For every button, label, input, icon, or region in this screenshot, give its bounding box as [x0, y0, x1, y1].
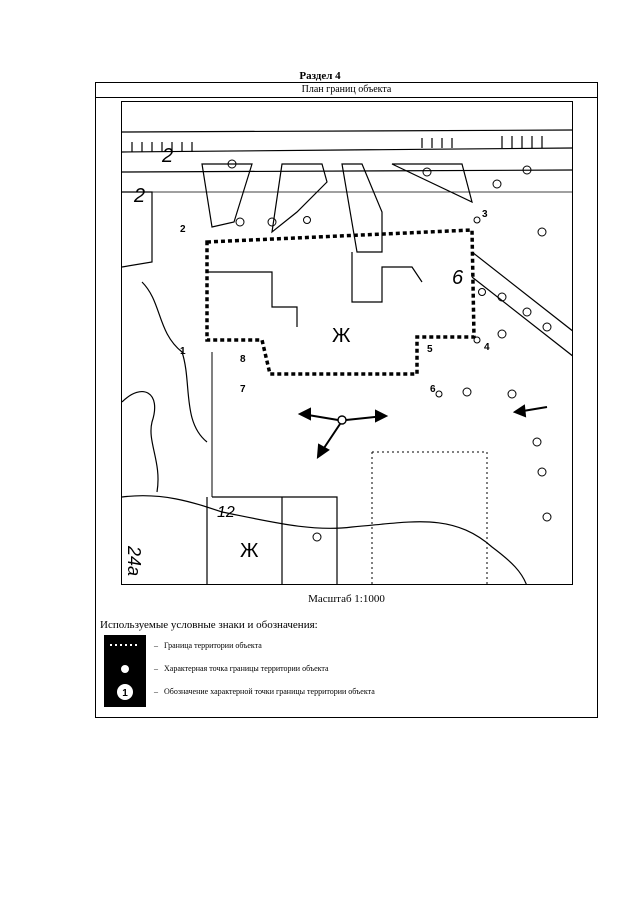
frame-header: План границ объекта [96, 83, 597, 98]
island-left [201, 163, 253, 228]
arrow-head [297, 407, 311, 421]
tree-mark [422, 167, 432, 177]
tree-mark [532, 437, 542, 447]
tree-mark [303, 216, 311, 224]
island-mid [271, 163, 328, 234]
tree-mark [537, 227, 547, 237]
tree-mark [235, 217, 245, 227]
parcel-line [212, 496, 338, 584]
path-line [122, 495, 527, 584]
section-title: Раздел 4 [299, 70, 341, 82]
tree-mark [462, 387, 472, 397]
island-far [391, 163, 473, 204]
map-label: Ж [240, 540, 259, 562]
tree-mark [497, 329, 507, 339]
street-line [122, 129, 572, 133]
street-line [122, 147, 572, 153]
legend-symbols: 1 [104, 635, 146, 707]
legend-item: –Граница территории объекта [154, 641, 262, 650]
building-outline [351, 252, 423, 303]
map-label: 6 [452, 267, 464, 289]
street-line [122, 169, 572, 173]
characteristic-point [337, 415, 347, 425]
characteristic-point [435, 390, 443, 398]
characteristic-point [473, 216, 481, 224]
characteristic-point [473, 336, 481, 344]
object-boundary [205, 228, 476, 376]
arrow-head [375, 409, 389, 423]
arrow-head [316, 443, 330, 460]
tree-mark [522, 307, 532, 317]
path-line [122, 391, 159, 493]
tree-mark [267, 217, 277, 227]
map-label: 1 [180, 346, 186, 357]
path-line [141, 281, 208, 443]
arrow-head [512, 404, 527, 418]
tree-mark [492, 179, 502, 189]
boundary-map: 2 2 2 1 8 7 3 4 5 6 6 Ж Ж 12 24а [121, 101, 573, 585]
building-outline [207, 271, 298, 327]
map-scale: Масштаб 1:1000 [308, 593, 385, 605]
point-symbol [121, 665, 129, 673]
map-drawing: 2 2 2 1 8 7 3 4 5 6 6 Ж Ж 12 24а [122, 129, 572, 584]
numbered-point-label: 1 [122, 688, 128, 699]
dotted-parcel [371, 451, 488, 584]
map-label: 7 [240, 384, 246, 395]
map-label: 4 [484, 342, 490, 353]
document-frame: План границ объекта [95, 82, 598, 718]
street-hatching [131, 136, 543, 152]
map-label: 5 [427, 344, 433, 355]
numbered-point-symbol [117, 684, 133, 700]
map-label: Ж [332, 325, 351, 347]
tree-mark [537, 467, 547, 477]
map-label: 2 [161, 145, 173, 167]
block-left [122, 191, 153, 268]
tree-mark [312, 532, 322, 542]
tree-mark [542, 322, 552, 332]
map-label: 2 [180, 224, 186, 235]
tree-mark [478, 288, 486, 296]
island-right [341, 163, 383, 253]
map-label: 24а [124, 545, 144, 576]
tree-mark [542, 512, 552, 522]
map-label: 6 [430, 384, 436, 395]
map-label: 3 [482, 209, 488, 220]
road-right [471, 276, 572, 357]
map-label: 2 [133, 185, 145, 207]
tree-mark [507, 389, 517, 399]
tree-mark [227, 159, 237, 169]
tree-mark [497, 292, 507, 302]
legend-item: –Характерная точка границы территории об… [154, 664, 329, 673]
map-label: 8 [240, 354, 246, 365]
legend-title: Используемые условные знаки и обозначени… [100, 619, 318, 631]
map-label: 12 [217, 504, 235, 521]
legend-item: –Обозначение характерной точки границы т… [154, 687, 375, 696]
road-right [471, 251, 572, 332]
tree-mark [522, 165, 532, 175]
